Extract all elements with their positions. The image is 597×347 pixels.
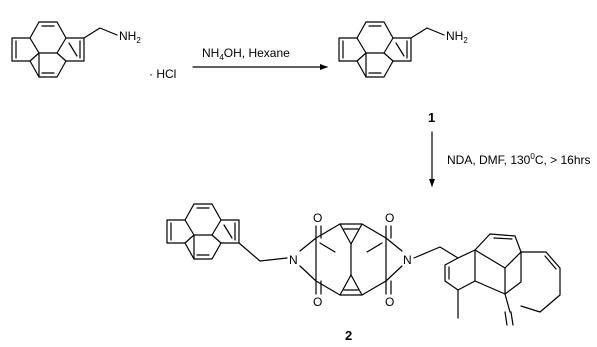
reaction-step-2: NDA, DMF, 1300C, > 16hrs	[429, 131, 591, 187]
pyrene-ring-product1	[338, 21, 412, 78]
methylene-bond-product1	[410, 27, 445, 39]
amine-label-starting: NH2	[119, 29, 141, 45]
methylene-bond-left	[238, 242, 288, 262]
pyrene-ring-starting	[11, 21, 85, 78]
oxygen-bottom-left: O	[313, 295, 322, 309]
compound-2-label: 2	[345, 328, 352, 343]
pyrene-ring-right	[444, 233, 561, 326]
product-1: NH2 1	[338, 21, 468, 125]
amine-label-product1: NH2	[446, 29, 468, 45]
naphthalene-diimide-core	[299, 223, 403, 296]
step1-conditions: NH4OH, Hexane	[202, 46, 290, 62]
pyrene-ring-left	[166, 203, 240, 260]
compound-1-label: 1	[428, 110, 435, 125]
methylene-bond-starting	[83, 27, 118, 39]
nitrogen-right: N	[403, 253, 412, 267]
oxygen-top-right: O	[385, 211, 394, 225]
reaction-step-1: NH4OH, Hexane	[192, 46, 328, 70]
nitrogen-left: N	[289, 253, 298, 267]
hcl-salt-label: · HCl	[149, 67, 176, 81]
oxygen-top-left: O	[313, 211, 322, 225]
methylene-bond-right	[413, 246, 459, 259]
step2-conditions: NDA, DMF, 1300C, > 16hrs	[447, 152, 591, 167]
oxygen-bottom-right: O	[385, 295, 394, 309]
starting-material: NH2 · HCl	[11, 21, 176, 81]
product-2: O O O O N N 2	[166, 203, 561, 343]
